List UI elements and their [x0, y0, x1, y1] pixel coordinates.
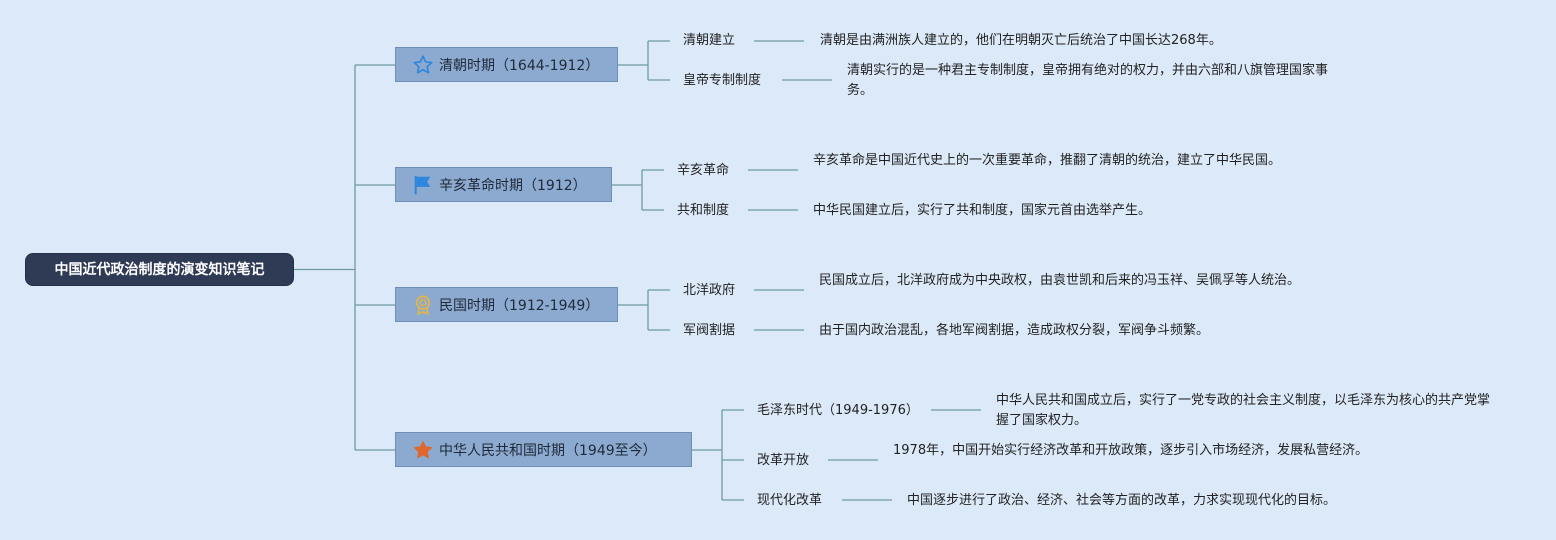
period-label: 中华人民共和国时期（1949至今） — [439, 442, 657, 459]
period-prc[interactable]: 中华人民共和国时期（1949至今） — [395, 432, 692, 467]
detail-xinhai-revolution: 辛亥革命是中国近代史上的一次重要革命，推翻了清朝的统治，建立了中华民国。 — [813, 153, 1282, 168]
flag-icon — [412, 174, 434, 196]
medal-icon — [412, 294, 434, 316]
period-qing-dynasty[interactable]: 清朝时期（1644-1912） — [395, 47, 618, 82]
root-topic[interactable]: 中国近代政治制度的演变知识笔记 — [25, 253, 294, 286]
detail-imperial-autocracy: 清朝实行的是一种君主专制制度，皇帝拥有绝对的权力，并由六部和八旗管理国家事务。 — [847, 63, 1329, 98]
topic-imperial-autocracy[interactable]: 皇帝专制制度 — [683, 73, 762, 88]
detail-mao-era: 中华人民共和国成立后，实行了一党专政的社会主义制度，以毛泽东为核心的共产党掌握了… — [996, 393, 1491, 428]
period-label: 民国时期（1912-1949） — [439, 297, 600, 314]
topic-modernization-reform[interactable]: 现代化改革 — [757, 493, 823, 508]
topic-warlord-separatism[interactable]: 军阀割据 — [683, 323, 736, 338]
period-label: 辛亥革命时期（1912） — [439, 177, 587, 194]
topic-reform-and-opening[interactable]: 改革开放 — [757, 453, 810, 468]
detail-beiyang-government: 民国成立后，北洋政府成为中央政权，由袁世凯和后来的冯玉祥、吴佩孚等人统治。 — [819, 273, 1301, 288]
detail-qing-founding: 清朝是由满洲族人建立的，他们在明朝灭亡后统治了中国长达268年。 — [820, 33, 1222, 48]
topic-beiyang-government[interactable]: 北洋政府 — [683, 283, 736, 298]
detail-reform-and-opening: 1978年，中国开始实行经济改革和开放政策，逐步引入市场经济，发展私营经济。 — [893, 443, 1369, 458]
topic-xinhai-revolution[interactable]: 辛亥革命 — [677, 163, 730, 178]
topic-republican-system[interactable]: 共和制度 — [677, 203, 730, 218]
star-outline-icon — [412, 54, 434, 76]
topic-mao-era[interactable]: 毛泽东时代（1949-1976） — [757, 403, 919, 418]
detail-warlord-separatism: 由于国内政治混乱，各地军阀割据，造成政权分裂，军阀争斗频繁。 — [819, 323, 1210, 338]
period-republic-of-china[interactable]: 民国时期（1912-1949） — [395, 287, 618, 322]
period-label: 清朝时期（1644-1912） — [439, 57, 600, 74]
star-filled-icon — [412, 439, 434, 461]
topic-qing-founding[interactable]: 清朝建立 — [683, 33, 736, 48]
detail-republican-system: 中华民国建立后，实行了共和制度，国家元首由选举产生。 — [813, 203, 1152, 218]
period-xinhai-revolution[interactable]: 辛亥革命时期（1912） — [395, 167, 612, 202]
detail-modernization-reform: 中国逐步进行了政治、经济、社会等方面的改革，力求实现现代化的目标。 — [907, 493, 1337, 508]
